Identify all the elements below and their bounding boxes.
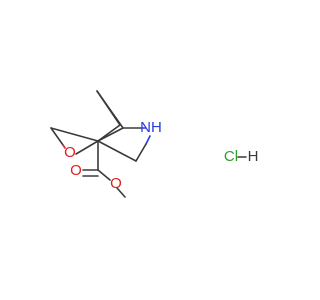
- nitrogen-hydrogen-label: NH: [140, 119, 162, 136]
- bond-oxygen-to-quaternary: [75, 140, 99, 155]
- chemical-structure-diagram: O NH O O Cl H: [50, 90, 259, 198]
- bond-nh-ring-carbon-top: [145, 135, 151, 145]
- ester-oxygen-label: O: [110, 175, 122, 192]
- bond-ring-carbon-lower-right: [135, 143, 147, 162]
- ring-oxygen-label: O: [64, 144, 76, 161]
- hydrogen-label: H: [248, 148, 259, 165]
- bond-ester-oxygen-to-methyl: [116, 187, 126, 198]
- bond-bridge-top-ch: [96, 90, 124, 129]
- bond-quaternary-to-lower-ring: [97, 140, 137, 162]
- bond-oxygen-left: [62, 144, 66, 149]
- bond-ch2-down: [50, 127, 64, 146]
- bond-ch2-top: [50, 127, 99, 142]
- bond-carbonyl-to-ester-oxygen: [97, 169, 111, 181]
- chlorine-label: Cl: [224, 148, 238, 165]
- carbonyl-oxygen-label: O: [70, 162, 82, 179]
- bond-quaternary-to-bridgehead: [97, 124, 121, 142]
